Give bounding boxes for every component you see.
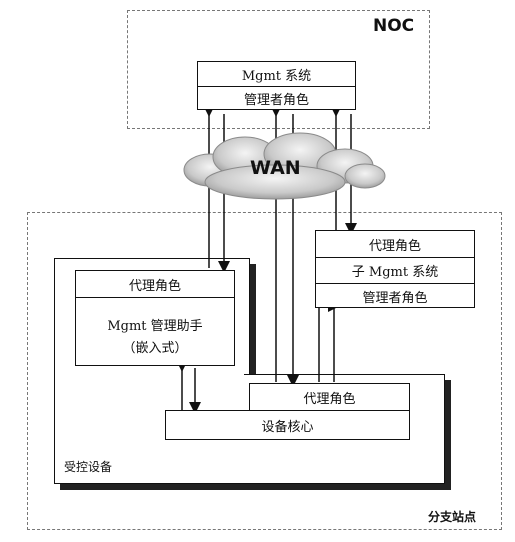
core-proxy-box: 代理角色	[249, 383, 410, 411]
mgmt-helper-title: Mgmt 管理助手	[76, 297, 234, 337]
sub-mgmt-box: 代理角色 子 Mgmt 系统 管理者角色	[315, 230, 475, 308]
branch-site-label: 分支站点	[428, 510, 477, 524]
core-proxy-label: 代理角色	[303, 391, 356, 407]
mgmt-system-role: 管理者角色	[198, 86, 355, 110]
sub-mgmt-proxy: 代理角色	[368, 238, 421, 254]
mgmt-system-box: Mgmt 系统 管理者角色	[197, 61, 356, 110]
wan-cloud-shape	[183, 132, 386, 200]
branch-site-region	[27, 212, 502, 530]
sub-mgmt-role: 管理者角色	[316, 283, 474, 308]
mgmt-helper-subtitle: （嵌入式）	[122, 340, 188, 356]
mgmt-helper-proxy: 代理角色	[128, 278, 181, 294]
device-core-title: 设备核心	[261, 419, 314, 435]
noc-region	[127, 10, 430, 129]
noc-label: NOC	[373, 16, 415, 36]
device-core-box: 设备核心	[165, 410, 410, 440]
wan-label: WAN	[250, 157, 301, 179]
sub-mgmt-title: 子 Mgmt 系统	[316, 257, 474, 283]
mgmt-system-title: Mgmt 系统	[241, 68, 312, 84]
managed-device-label: 受控设备	[64, 460, 113, 474]
mgmt-helper-box: 代理角色 Mgmt 管理助手 （嵌入式）	[75, 270, 235, 366]
